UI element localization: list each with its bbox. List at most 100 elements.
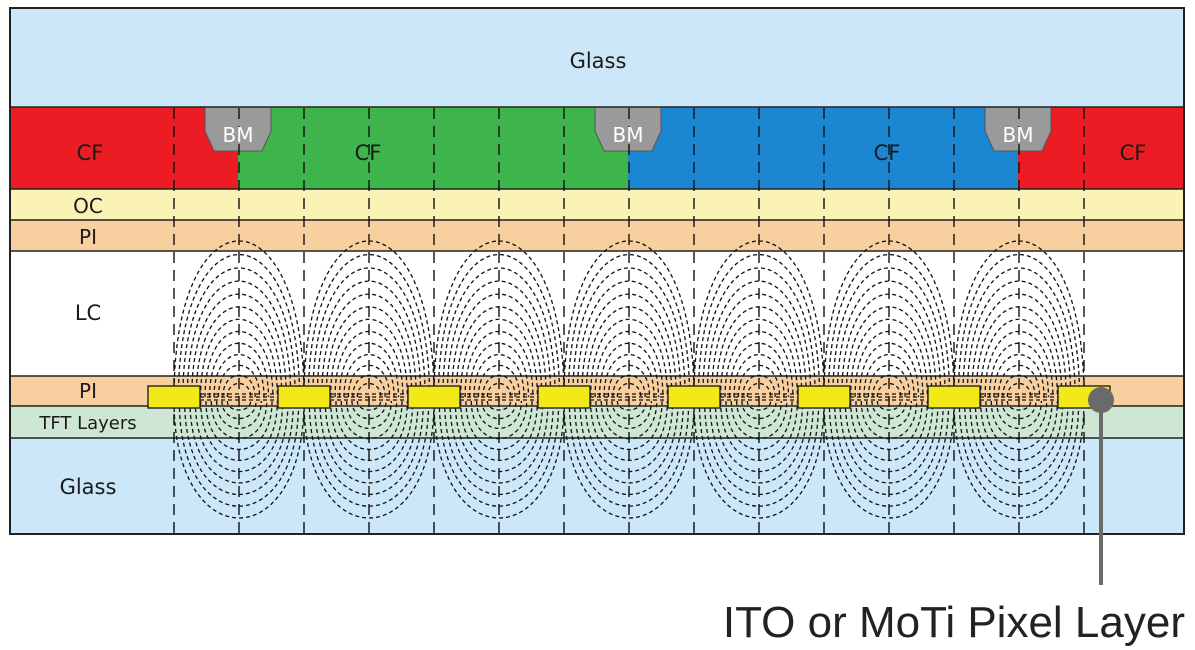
field-line-lower-24 [173,400,305,519]
field-line-upper-84 [607,364,651,398]
pixel-electrode-5 [667,385,721,409]
field-line-upper-37 [316,280,422,398]
field-line-lower-105 [563,400,695,519]
field-line-lower-157 [834,400,944,495]
field-line-lower-104 [568,400,690,507]
field-line-lower-68 [486,400,512,411]
field-line-upper-140 [858,342,920,398]
lc-layer [10,251,1184,376]
pixel-electrode-1 [147,385,201,409]
field-line-upper-164 [1002,374,1036,398]
field-line-upper-169 [980,318,1058,398]
bm-label-2: BM [613,123,644,147]
field-line-upper-120 [697,254,821,398]
field-line-upper-5 [208,342,270,398]
field-line-lower-51 [303,400,435,519]
field-line-upper-167 [988,342,1050,398]
field-line-upper-112 [733,354,785,398]
field-line-lower-72 [465,400,533,451]
field-line-lower-97 [605,400,653,429]
pixel-electrode-4 [537,385,591,409]
pi-top-label: PI [79,225,97,249]
field-line-upper-34 [330,318,408,398]
field-line-upper-59 [468,342,530,398]
field-line-upper-88 [590,318,668,398]
cf-red-left-region [10,107,238,189]
pixel-electrodes [147,385,1111,409]
tft-label: TFT Layers [38,413,136,434]
field-line-upper-93 [567,254,691,398]
top-glass-layer [10,8,1184,107]
field-line-lower-149 [876,400,902,411]
field-line-lower-77 [438,400,560,507]
field-line-lower-45 [335,400,403,451]
top-glass-label: Glass [570,49,627,73]
cf-left-label: CF [77,141,104,165]
field-line-upper-109 [746,382,772,398]
pixel-electrode-7 [927,385,981,409]
field-line-lower-130 [704,400,814,495]
field-line-upper-142 [850,318,928,398]
bm-label-1: BM [223,123,254,147]
field-line-lower-185 [958,400,1080,507]
pi-top-layer [10,220,1184,251]
field-line-lower-183 [969,400,1069,484]
field-line-upper-57 [477,364,521,398]
field-line-lower-159 [823,400,955,519]
field-line-upper-64 [446,280,552,398]
field-line-upper-91 [576,280,682,398]
field-line-lower-178 [995,400,1043,429]
field-line-upper-113 [728,342,790,398]
field-line-upper-56 [482,374,516,398]
field-line-upper-29 [352,374,386,398]
cf-green-region [238,107,628,189]
field-line-upper-61 [460,318,538,398]
field-line-lower-103 [574,400,684,495]
field-line-upper-28 [356,382,382,398]
pixel-electrode-3 [407,385,461,409]
bm-label-3: BM [1003,123,1034,147]
field-line-upper-31 [343,354,395,398]
field-line-lower-153 [855,400,923,451]
field-line-upper-86 [598,342,660,398]
field-line-lower-102 [579,400,679,484]
field-line-upper-118 [706,280,812,398]
field-line-upper-137 [872,374,906,398]
field-line-lower-50 [308,400,430,507]
field-line-upper-55 [486,382,512,398]
field-line-lower-124 [735,400,783,429]
field-line-upper-85 [603,354,655,398]
field-line-lower-129 [709,400,809,484]
oc-label: OC [73,194,103,218]
pi-bottom-label: PI [79,379,97,403]
field-line-upper-30 [347,364,391,398]
field-line-lower-76 [444,400,554,495]
field-line-lower-48 [319,400,419,484]
cf-blue-region [628,107,1018,189]
field-line-lower-18 [205,400,273,451]
field-line-upper-83 [612,374,646,398]
field-line-upper-10 [186,280,292,398]
field-line-upper-166 [993,354,1045,398]
field-line-lower-156 [839,400,939,484]
field-line-upper-7 [200,318,278,398]
field-line-upper-2 [222,374,256,398]
field-line-lower-14 [226,400,252,411]
field-line-lower-151 [865,400,913,429]
field-line-lower-186 [953,400,1085,519]
field-line-upper-58 [473,354,525,398]
field-line-lower-43 [345,400,393,429]
field-line-lower-99 [595,400,663,451]
field-line-lower-126 [725,400,793,451]
field-line-upper-66 [437,254,561,398]
cf-right-label: CF [1120,141,1147,165]
field-line-upper-82 [616,382,642,398]
field-line-lower-22 [184,400,294,495]
field-line-lower-21 [189,400,289,484]
field-line-upper-136 [876,382,902,398]
field-line-lower-158 [828,400,950,507]
field-line-upper-115 [720,318,798,398]
field-line-upper-3 [217,364,261,398]
field-line-lower-70 [475,400,523,429]
